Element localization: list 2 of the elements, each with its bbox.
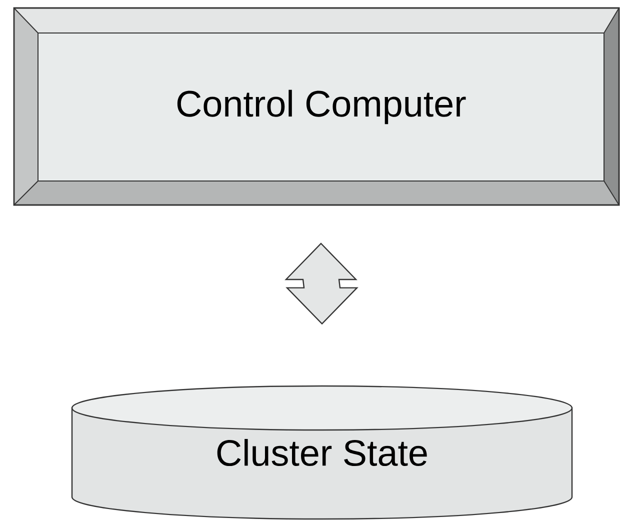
- database-cylinder: Cluster State: [71, 385, 573, 520]
- computer-box: Control Computer: [13, 7, 620, 206]
